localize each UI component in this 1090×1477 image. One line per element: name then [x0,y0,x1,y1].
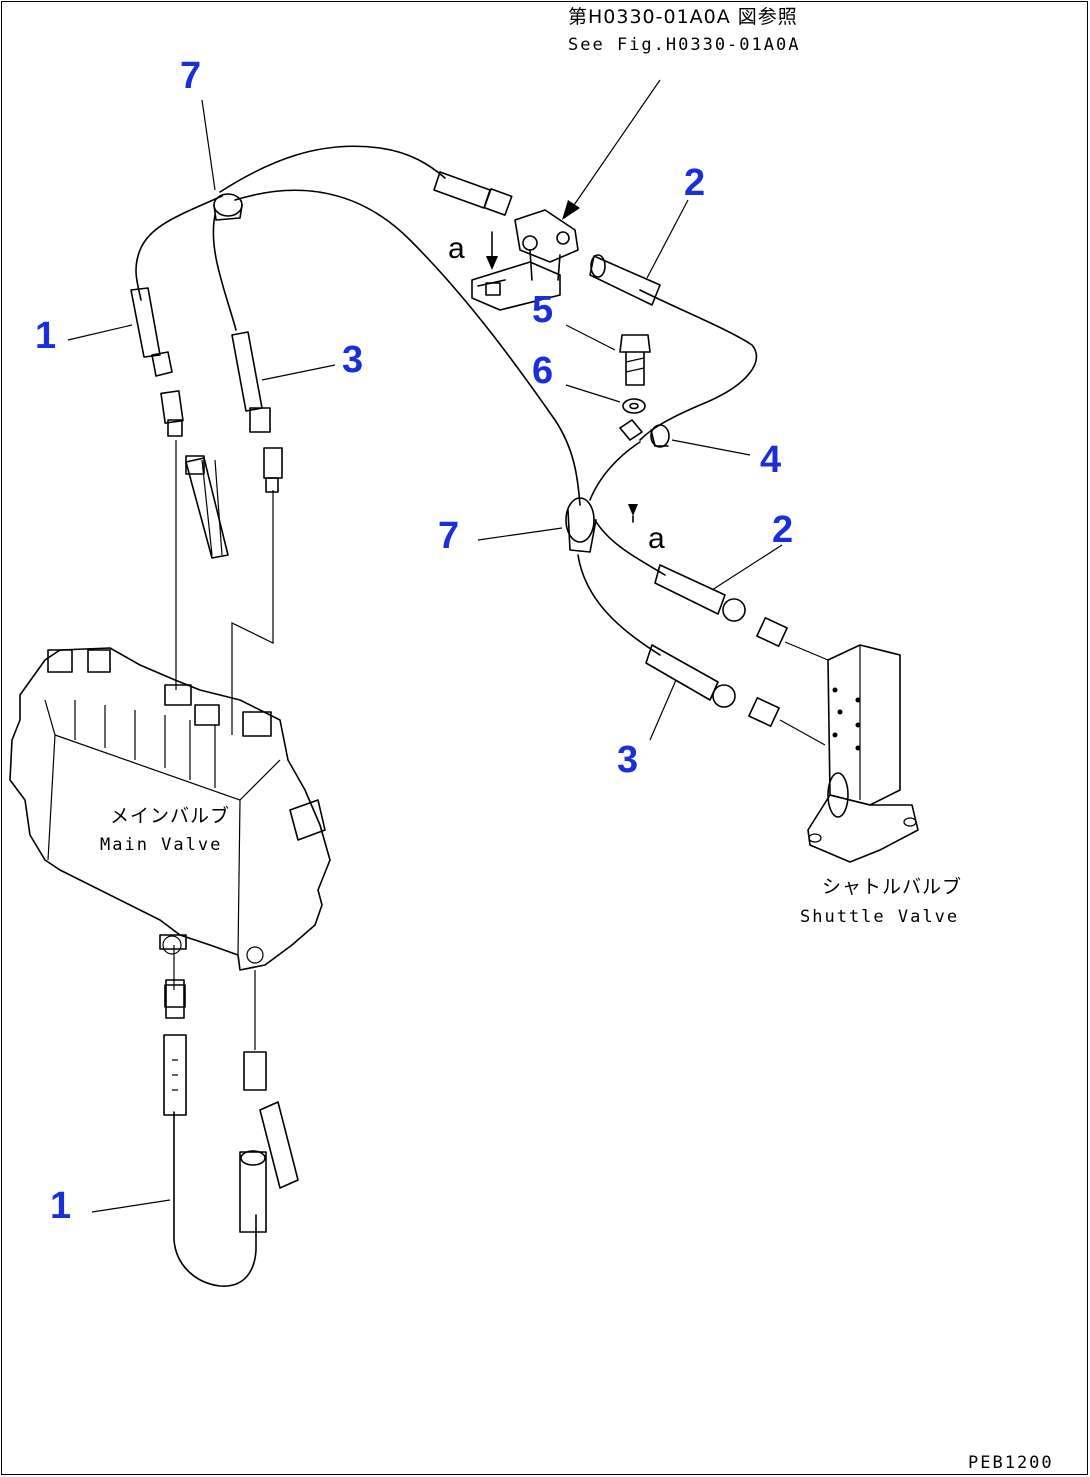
hose-upper-block-fitting [433,171,513,216]
callout-2-top: 2 [684,162,705,204]
leader-lines [67,79,783,1213]
detail-arrow-top [486,231,498,270]
shuttle-valve-en: Shuttle Valve [800,907,959,927]
reference-arrow [562,200,580,220]
main-valve [9,647,331,1008]
drawing-code: PEB1200 [968,1453,1054,1473]
callout-7-mid: 7 [438,515,459,557]
nut-plate [619,419,643,441]
block-assembly [471,209,579,311]
clamp-7-mid [565,497,597,553]
callout-3-left: 3 [342,339,363,381]
detail-mark-a-mid: a [648,522,665,555]
callout-1-bottom: 1 [50,1185,71,1227]
callout-4: 4 [760,439,781,481]
detail-arrow-mid [628,504,638,523]
hose-3-upper-fitting [231,331,283,493]
reference-en: See Fig.H0330-01A0A [568,35,800,55]
main-valve-en: Main Valve [100,835,222,855]
callout-2-mid: 2 [772,509,793,551]
hose-3-lower-bottom-fitting [239,1051,299,1233]
clamp-7-top [213,193,243,221]
callout-7-top: 7 [180,55,201,97]
callout-3-right: 3 [617,739,638,781]
shuttle-valve-jp: シャトルバルブ [822,875,962,898]
washer-6 [622,398,646,414]
callout-1-top: 1 [35,315,56,357]
callout-6: 6 [532,350,553,392]
hose-2-top-fitting [589,254,661,306]
hose-1-upper-fitting [130,287,229,559]
shuttle-valve [807,644,919,863]
callout-5: 5 [532,289,553,331]
hose-lines [135,145,829,1287]
hose-3-lower-fitting [645,644,780,727]
bolt-5 [619,334,651,386]
hose-2-lower-fitting [654,564,788,647]
hose-1-lower-fitting [163,979,187,1116]
detail-mark-a-top: a [448,232,465,265]
clamp-4 [650,424,670,448]
main-valve-jp: メインバルブ [110,804,230,827]
reference-jp: 第H0330-01A0A 図参照 [568,6,798,28]
